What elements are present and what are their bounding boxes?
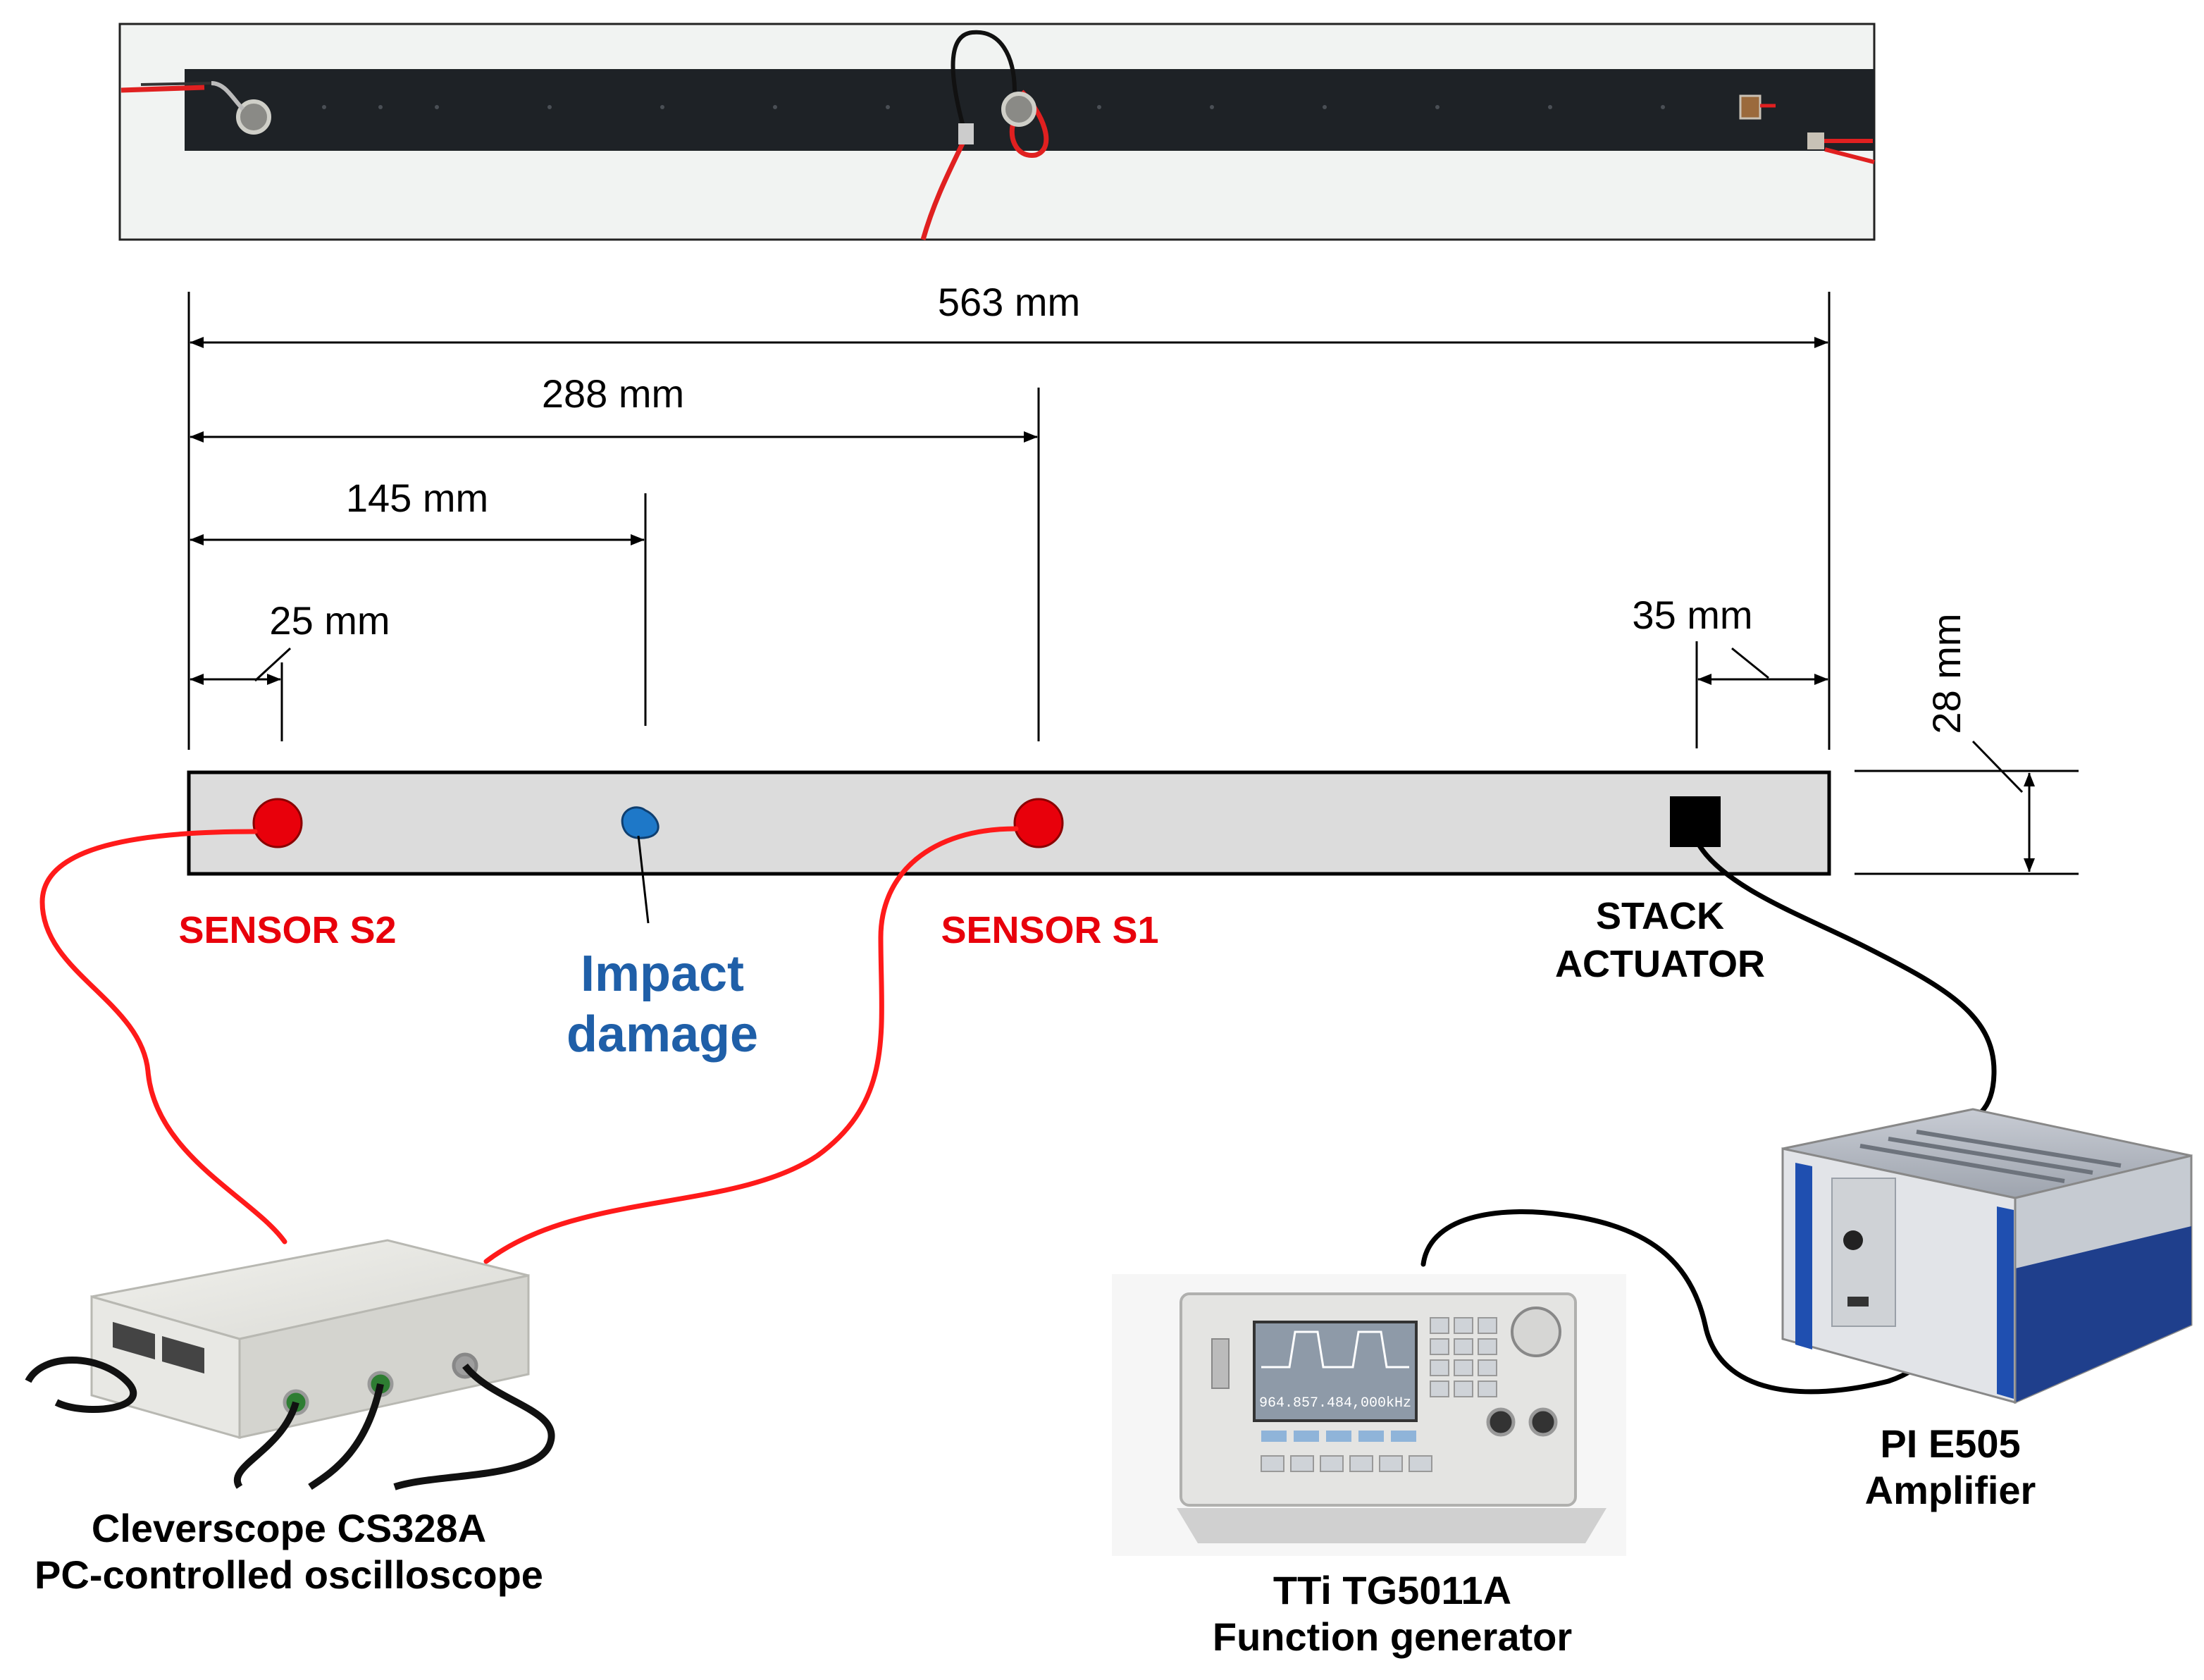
- oscilloscope-probe-cables: [25, 1357, 555, 1490]
- generator-output-bnc-1: [1486, 1407, 1516, 1437]
- photo-sensor-s2: [236, 99, 271, 135]
- oscilloscope-label-line2: PC-controlled oscilloscope: [35, 1552, 543, 1597]
- impact-leader: [637, 835, 650, 924]
- generator-base: [1177, 1508, 1606, 1543]
- dimension-lines: [187, 292, 2079, 875]
- oscilloscope-caption: Cleverscope CS328A PC-controlled oscillo…: [35, 1506, 543, 1597]
- photo-wire-left: [120, 85, 205, 93]
- function-generator-label-line2: Function generator: [1213, 1614, 1572, 1659]
- dim-label-35: 35 mm: [1632, 593, 1752, 637]
- dim-label-28: 28 mm: [1924, 613, 1969, 734]
- cable-sensor-s1-to-oscilloscope: [483, 826, 1019, 1264]
- sensor-s1-label: SENSOR S1: [941, 909, 1158, 951]
- oscilloscope-label-line1: Cleverscope CS328A: [92, 1506, 486, 1550]
- sensor-s2-marker: [252, 798, 303, 848]
- generator-function-keys: [1261, 1455, 1432, 1472]
- sensor-s2-label: SENSOR S2: [178, 909, 396, 951]
- stack-actuator-label-line1: STACK: [1596, 895, 1724, 937]
- photo-holes: [322, 105, 1665, 109]
- beam-body: [187, 770, 1831, 876]
- photo-wire-right: [1824, 139, 1875, 164]
- amplifier-caption: PI E505 Amplifier: [1865, 1421, 2036, 1512]
- leader-28: [1971, 740, 2024, 793]
- generator-softkeys: [1261, 1431, 1416, 1442]
- generator-keypad: [1430, 1317, 1497, 1397]
- stack-actuator-label-line2: ACTUATOR: [1555, 943, 1765, 985]
- impact-damage-label-line1: Impact: [581, 946, 744, 1002]
- cable-generator-to-amplifier: [1420, 1209, 1933, 1395]
- amplifier-knob: [1843, 1230, 1863, 1250]
- generator-knob: [1511, 1307, 1561, 1357]
- generator-screen: [1253, 1321, 1418, 1422]
- generator-output-bnc-2: [1528, 1407, 1558, 1437]
- cable-actuator-to-amplifier: [1697, 843, 1997, 1130]
- impact-damage-label-line2: damage: [567, 1006, 758, 1063]
- leader-35: [1731, 647, 1769, 679]
- generator-screen-readout: 964.857.484,000kHz: [1259, 1395, 1411, 1412]
- photo-wire-left-2: [140, 82, 212, 86]
- amplifier-device: [1781, 1108, 2193, 1404]
- cable-sensor-s2-to-oscilloscope: [39, 829, 287, 1244]
- dimension-labels: 563 mm 288 mm 145 mm 25 mm 35 mm 28 mm: [269, 280, 1969, 734]
- function-generator-device: 964.857.484,000kHz: [1112, 1274, 1626, 1556]
- cables: [39, 826, 1997, 1395]
- amplifier-label-line2: Amplifier: [1865, 1468, 2036, 1512]
- photo-wire-middle-black: [951, 30, 1017, 135]
- photo-sensor-s1: [1001, 92, 1036, 127]
- sensor-s1-marker: [1013, 798, 1064, 848]
- component-labels: SENSOR S2 SENSOR S1 Impact damage STACK …: [178, 895, 1765, 1063]
- dim-label-25: 25 mm: [269, 598, 390, 643]
- stack-actuator-marker: [1670, 796, 1721, 847]
- dim-label-563: 563 mm: [938, 280, 1080, 324]
- amplifier-side-stripe: [2015, 1226, 2191, 1402]
- beam-schematic: [187, 770, 1831, 924]
- oscilloscope-device: [25, 1239, 555, 1490]
- function-generator-caption: TTi TG5011A Function generator: [1213, 1568, 1572, 1659]
- leader-25: [254, 647, 292, 682]
- photo-actuator: [1739, 94, 1762, 120]
- beam-photo: [118, 23, 1876, 241]
- function-generator-label-line1: TTi TG5011A: [1273, 1568, 1511, 1612]
- dim-label-288: 288 mm: [542, 371, 684, 416]
- dim-label-145: 145 mm: [346, 476, 488, 520]
- generator-waveform: [1261, 1330, 1409, 1369]
- amplifier-label-line1: PI E505: [1880, 1421, 2020, 1466]
- impact-damage-marker: [621, 806, 660, 839]
- oscilloscope-side: [238, 1274, 530, 1439]
